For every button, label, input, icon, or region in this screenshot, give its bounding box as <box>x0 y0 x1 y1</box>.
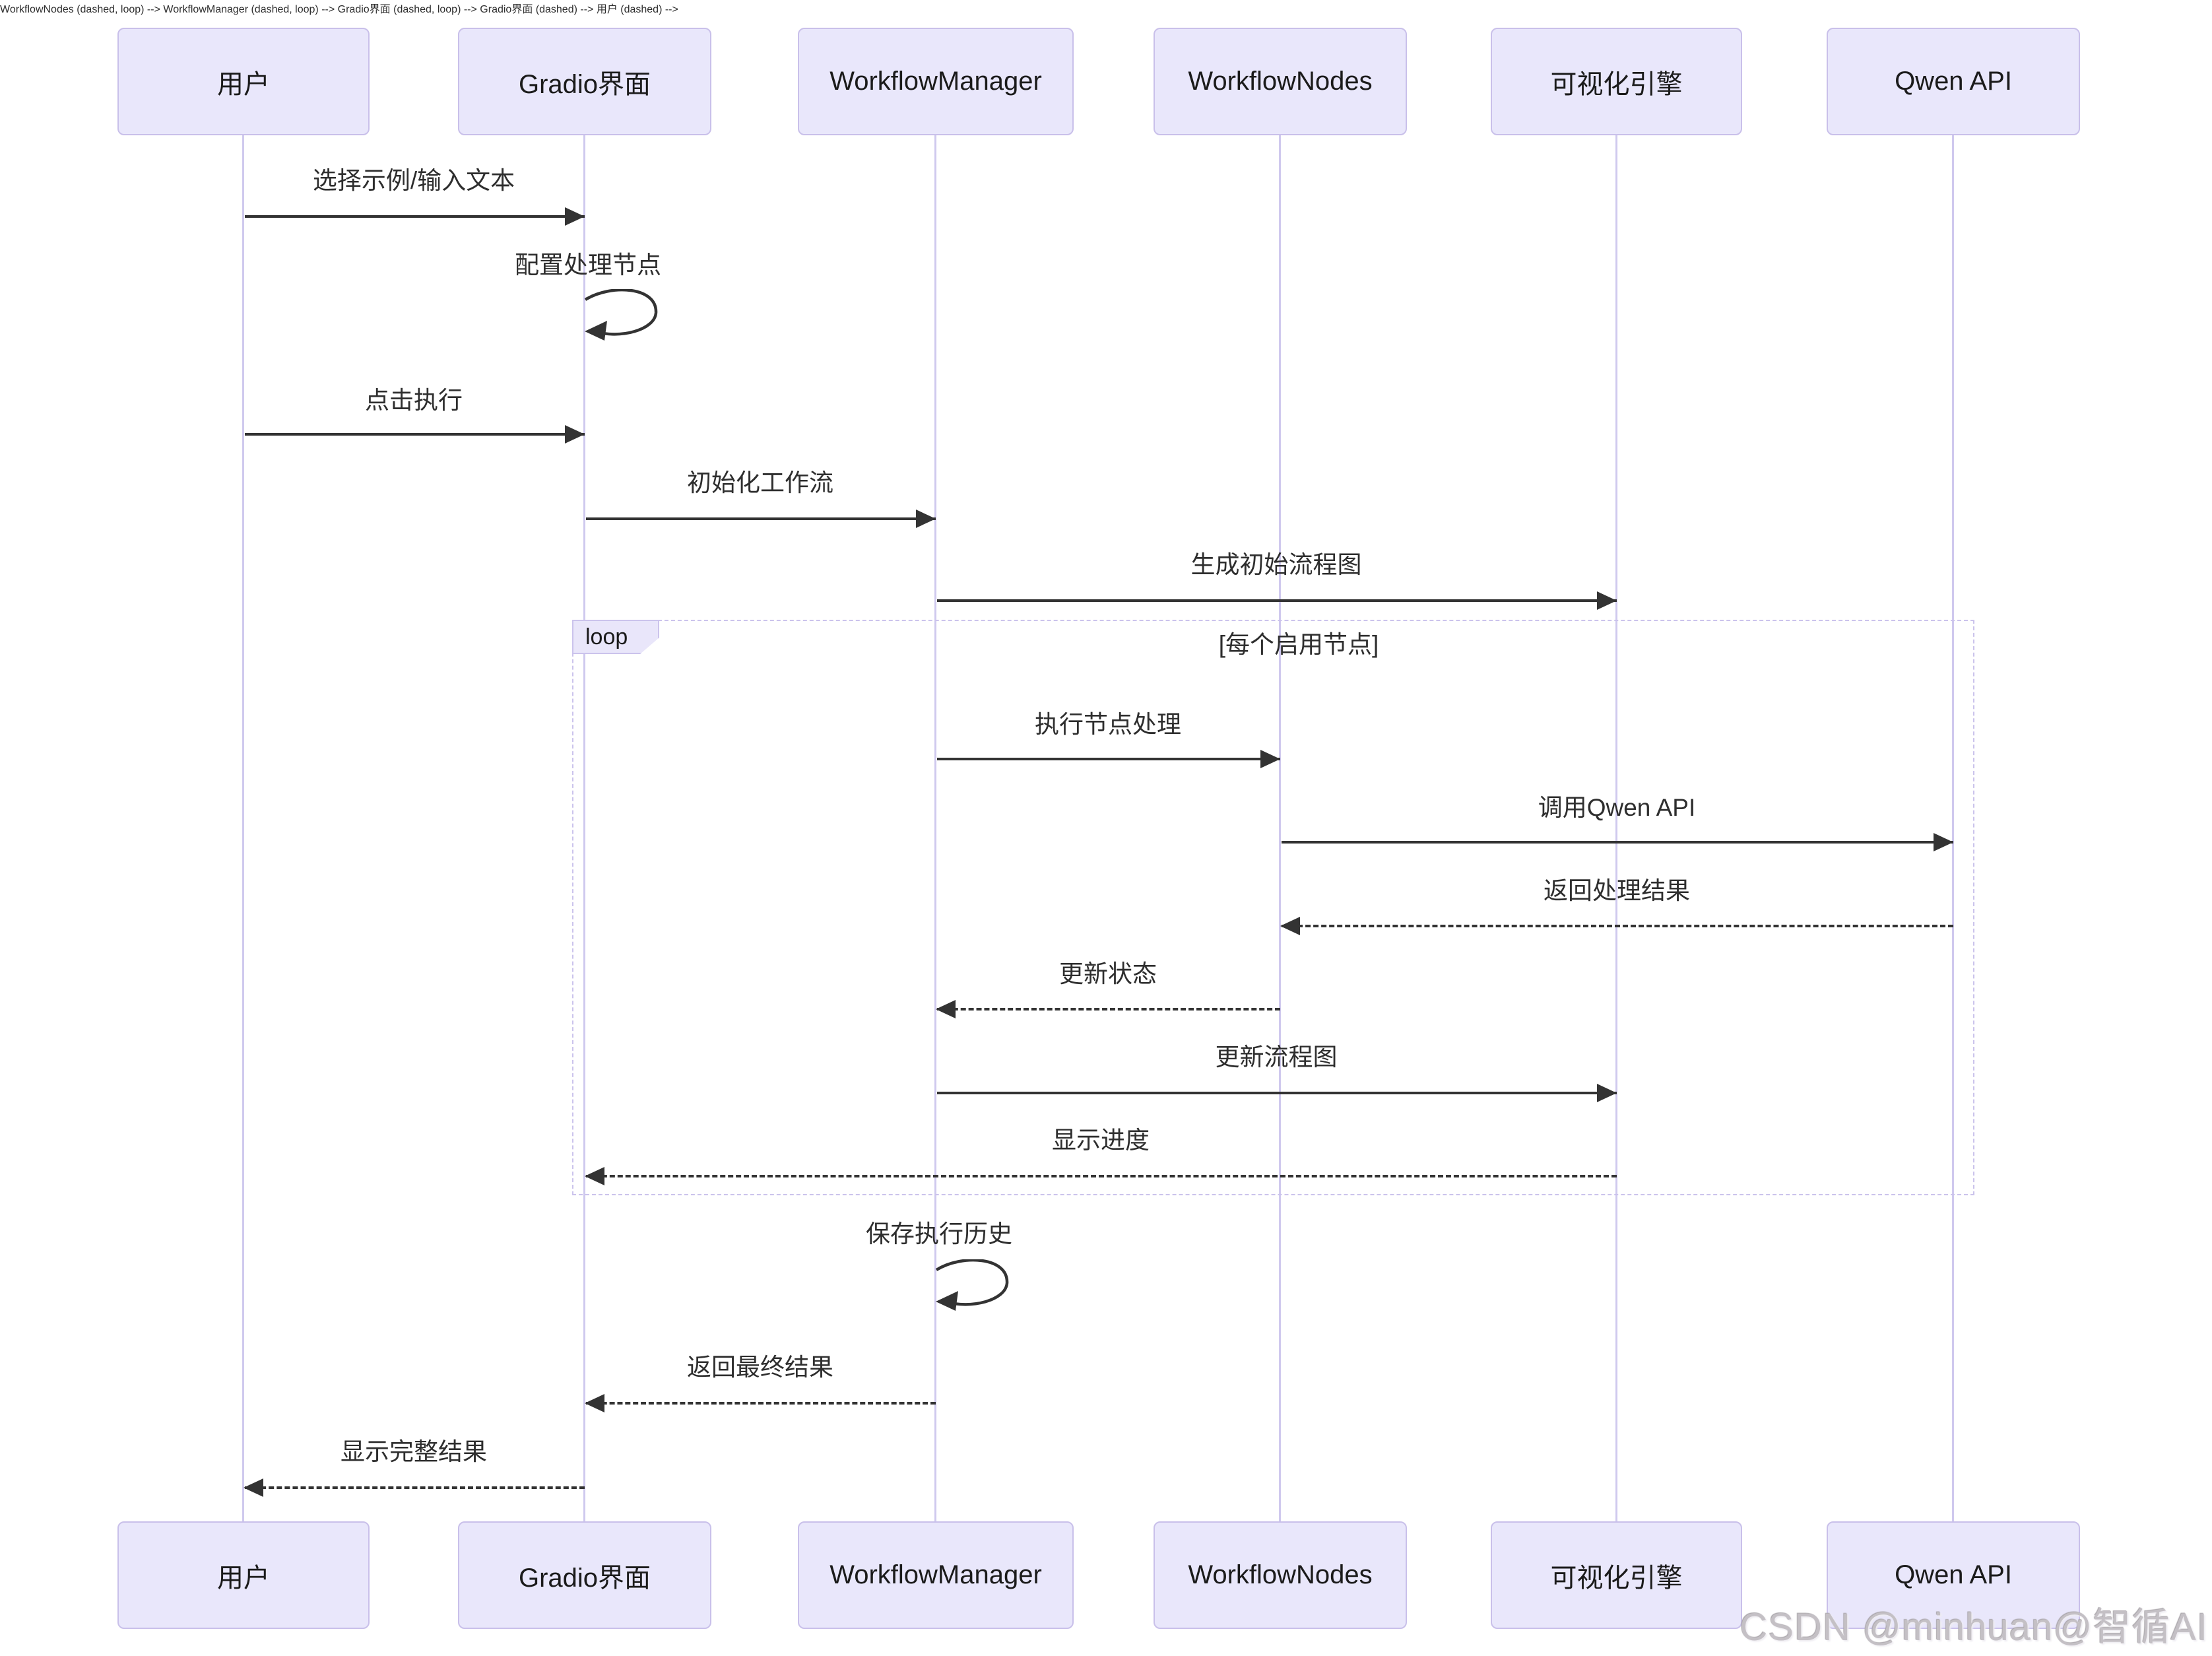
message-label-12: 返回最终结果 <box>687 1354 833 1381</box>
lifeline-workflownodes <box>1279 135 1281 1521</box>
message-line-6 <box>1282 841 1953 844</box>
loop-label: loop <box>585 624 628 649</box>
arrowhead-left-icon <box>585 1167 604 1185</box>
actor-viz-engine-top: 可视化引擎 <box>1491 28 1742 135</box>
message-label-13: 显示完整结果 <box>341 1438 487 1465</box>
actor-user-top: 用户 <box>117 28 370 135</box>
actor-viz-engine-bottom: 可视化引擎 <box>1491 1521 1742 1629</box>
arrowhead-right-icon <box>565 207 585 226</box>
actor-qwen-api-bottom: Qwen API <box>1827 1521 2080 1629</box>
actor-gradio-ui-bottom: Gradio界面 <box>458 1521 711 1629</box>
message-line-5 <box>937 758 1280 760</box>
lifeline-user <box>242 135 244 1521</box>
arrowhead-left-icon <box>1280 917 1300 935</box>
arrowhead-right-icon <box>565 425 585 444</box>
arrowhead-left-icon <box>936 1000 956 1018</box>
actor-user-bottom: 用户 <box>117 1521 370 1629</box>
lifeline-workflowmanager <box>934 135 936 1521</box>
message-line-10 <box>586 1175 1617 1177</box>
actor-workflownodes-top: WorkflowNodes <box>1154 28 1407 135</box>
self-loop-arrow-icon <box>584 289 658 341</box>
self-loop-arrow-icon <box>935 1259 1009 1311</box>
lifeline-viz-engine <box>1615 135 1617 1521</box>
message-label-11: 保存执行历史 <box>866 1220 1012 1247</box>
arrowhead-left-icon <box>244 1478 263 1497</box>
message-label-3: 初始化工作流 <box>687 469 833 496</box>
lifeline-qwen-api <box>1952 135 1954 1521</box>
loop-condition: [每个启用节点] <box>1218 631 1379 658</box>
message-line-0 <box>245 215 585 218</box>
arrowhead-right-icon <box>1597 591 1617 610</box>
arrowhead-right-icon <box>1260 750 1280 768</box>
actor-qwen-api-top: Qwen API <box>1827 28 2080 135</box>
message-label-7: 返回处理结果 <box>1544 877 1690 904</box>
message-line-12 <box>586 1402 936 1405</box>
actor-gradio-ui-top: Gradio界面 <box>458 28 711 135</box>
message-label-4: 生成初始流程图 <box>1190 551 1362 578</box>
loop-frame <box>572 620 1974 1195</box>
arrowhead-right-icon <box>1934 833 1953 851</box>
message-line-3 <box>586 517 936 520</box>
arrowhead-right-icon <box>916 510 936 528</box>
message-line-13 <box>245 1486 585 1489</box>
message-label-0: 选择示例/输入文本 <box>312 167 515 194</box>
actor-workflownodes-bottom: WorkflowNodes <box>1154 1521 1407 1629</box>
arrowhead-right-icon <box>1597 1084 1617 1102</box>
message-line-8 <box>937 1008 1280 1010</box>
loop-label-tab: loop <box>572 620 659 654</box>
message-label-1: 配置处理节点 <box>515 251 661 279</box>
message-label-6: 调用Qwen API <box>1538 794 1696 821</box>
message-label-9: 更新流程图 <box>1215 1043 1338 1071</box>
actor-workflowmanager-top: WorkflowManager <box>798 28 1074 135</box>
arrowhead-left-icon <box>585 1394 604 1412</box>
message-line-2 <box>245 433 585 436</box>
message-line-4 <box>937 599 1617 602</box>
csdn-watermark: CSDN @minhuan@智循AI <box>1740 1606 2208 1649</box>
message-label-8: 更新状态 <box>1059 960 1157 987</box>
message-label-5: 执行节点处理 <box>1035 711 1181 738</box>
message-label-10: 显示进度 <box>1052 1127 1150 1154</box>
message-line-7 <box>1282 925 1953 927</box>
lifeline-gradio-ui <box>583 135 585 1521</box>
message-label-2: 点击执行 <box>365 387 463 414</box>
message-line-9 <box>937 1092 1617 1094</box>
actor-workflowmanager-bottom: WorkflowManager <box>798 1521 1074 1629</box>
